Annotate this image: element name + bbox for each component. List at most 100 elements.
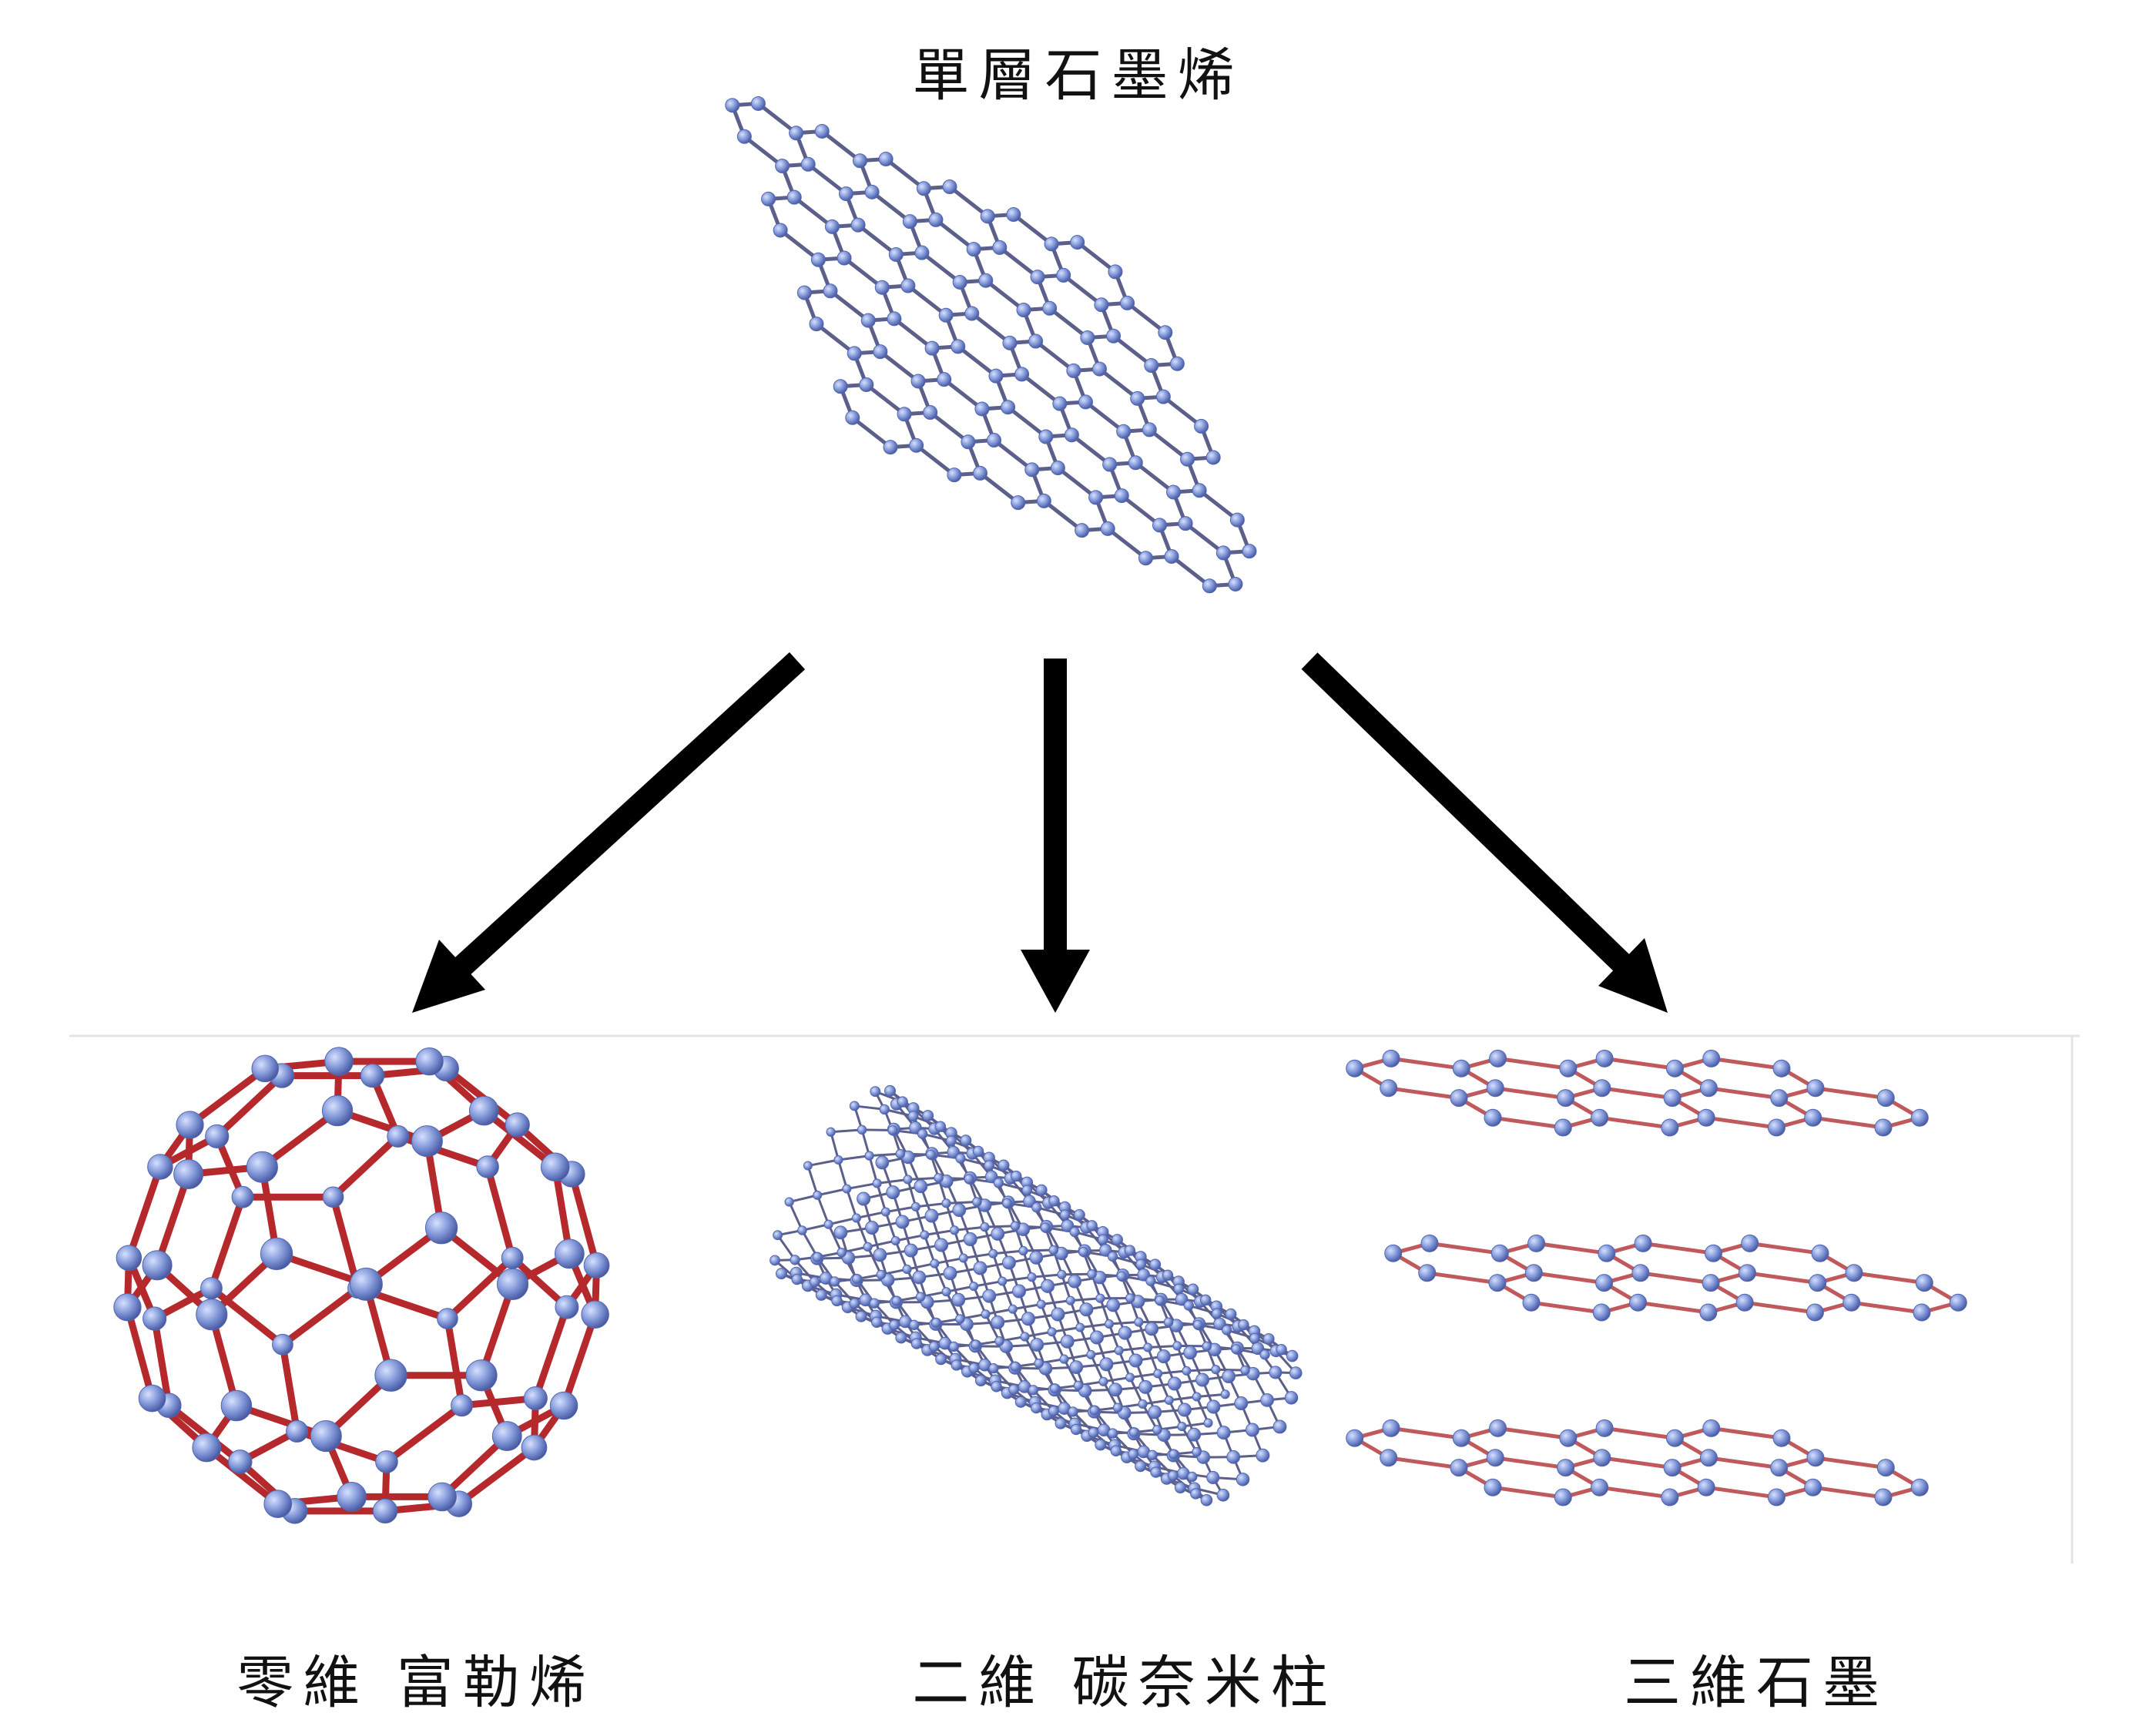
graphene-atom bbox=[736, 129, 752, 144]
nanotube-bond bbox=[1069, 1299, 1081, 1329]
nanotube-atom bbox=[784, 1197, 794, 1207]
graphite-bond bbox=[1636, 1300, 1711, 1315]
nanotube-atom bbox=[1152, 1425, 1162, 1435]
graphene-atom bbox=[1002, 335, 1018, 350]
graphite-atom bbox=[1663, 1089, 1682, 1108]
graphene-atom bbox=[833, 379, 848, 394]
nanotube-atom bbox=[1125, 1372, 1135, 1382]
graphite-atom bbox=[1767, 1118, 1785, 1137]
nanotube-bond bbox=[806, 1165, 819, 1197]
graphite-label: 三維石墨 bbox=[1624, 1650, 1889, 1716]
graphene-bond bbox=[828, 289, 870, 323]
graphene-atom bbox=[951, 339, 966, 354]
fullerene-atom bbox=[523, 1386, 548, 1411]
nanotube-atom bbox=[864, 1151, 874, 1161]
graphene-bond bbox=[842, 256, 884, 290]
graphene-atom bbox=[1100, 521, 1115, 536]
graphene-atom bbox=[810, 252, 826, 267]
fullerene-atom bbox=[554, 1238, 585, 1269]
nanotube-atom bbox=[1147, 1450, 1158, 1460]
graphite-atom bbox=[1699, 1079, 1718, 1098]
nanotube-atom bbox=[1116, 1271, 1127, 1282]
nanotube-atom bbox=[851, 1213, 861, 1223]
graphite-bond bbox=[1493, 1086, 1568, 1101]
fullerene-atom bbox=[505, 1112, 530, 1138]
graphene-bond bbox=[1112, 333, 1154, 368]
nanotube-atom bbox=[984, 1170, 998, 1184]
nanotube-bond bbox=[1051, 1330, 1066, 1361]
nanotube-atom bbox=[1107, 1251, 1118, 1262]
nanotube-atom bbox=[1128, 1353, 1143, 1368]
nanotube-bond bbox=[1031, 1275, 1043, 1306]
nanotube-atom bbox=[815, 1289, 827, 1301]
nanotube-atom bbox=[909, 1319, 920, 1330]
nanotube-atom bbox=[1087, 1269, 1097, 1279]
nanotube-atom bbox=[1023, 1195, 1036, 1208]
fullerene-atom bbox=[349, 1267, 383, 1301]
arrow-to-nanotube bbox=[1021, 659, 1090, 1013]
nanotube-bond bbox=[1146, 1344, 1179, 1349]
nanotube-bond bbox=[894, 1234, 926, 1242]
nanotube-atom bbox=[1155, 1295, 1165, 1305]
graphene-bond bbox=[814, 322, 857, 356]
nanotube-atom bbox=[1238, 1319, 1249, 1331]
graphite-bond bbox=[1745, 1271, 1820, 1285]
nanotube-atom bbox=[875, 1155, 890, 1170]
nanotube-bond bbox=[945, 1290, 961, 1321]
nanotube-bond bbox=[1063, 1358, 1080, 1387]
graphene-atom bbox=[928, 212, 944, 227]
graphite-atom bbox=[1418, 1264, 1437, 1282]
graphene-atom bbox=[1158, 325, 1173, 340]
nanotube-bond bbox=[906, 1268, 922, 1299]
fullerene-atom bbox=[113, 1293, 142, 1322]
fullerene-bond bbox=[444, 1315, 466, 1409]
fullerene-bond bbox=[560, 1311, 599, 1409]
graphene-atom bbox=[916, 181, 931, 196]
graphite-atom bbox=[1661, 1488, 1679, 1506]
graphene-bond bbox=[1075, 240, 1118, 274]
nanotube-atom bbox=[1057, 1269, 1067, 1279]
graphite-atom bbox=[1699, 1303, 1718, 1322]
nanotube-atom bbox=[991, 1315, 1005, 1329]
fullerene-bond bbox=[568, 1170, 601, 1269]
graphene-bond bbox=[1011, 213, 1054, 246]
nanotube-atom bbox=[891, 1295, 902, 1306]
nanotube-atom bbox=[812, 1252, 823, 1262]
nanotube-atom bbox=[1012, 1284, 1027, 1299]
nanotube-atom bbox=[1010, 1361, 1021, 1372]
nanotube-atom bbox=[775, 1268, 787, 1280]
graphite-atom bbox=[1554, 1488, 1572, 1506]
graphite-atom bbox=[1874, 1488, 1893, 1506]
graphite-atom bbox=[1735, 1293, 1754, 1312]
fullerene-atom bbox=[501, 1246, 524, 1269]
nanotube-atom bbox=[1041, 1279, 1055, 1293]
nanotube-atom bbox=[855, 1310, 867, 1322]
nanotube-bond bbox=[816, 1194, 830, 1226]
nanotube-bond bbox=[1078, 1322, 1111, 1329]
graphite-atom bbox=[1702, 1049, 1721, 1067]
graphite-layer bbox=[1346, 1419, 1929, 1506]
graphite-atom bbox=[1593, 1449, 1611, 1467]
nanotube-bond bbox=[837, 1155, 871, 1161]
graphite-bond bbox=[1598, 1485, 1672, 1500]
graphene-atom bbox=[900, 278, 916, 293]
graphene-atom bbox=[1001, 400, 1016, 415]
nanotube-atom bbox=[910, 1201, 920, 1212]
fullerene-bond bbox=[508, 1254, 571, 1311]
nanotube-atom bbox=[1055, 1417, 1067, 1429]
graphite-illustration bbox=[1346, 1049, 1967, 1506]
graphene-atom bbox=[914, 245, 930, 260]
graphene-atom bbox=[874, 280, 890, 295]
graphite-atom bbox=[1665, 1429, 1684, 1447]
nanotube-atom bbox=[1236, 1473, 1250, 1486]
nanotube-atom bbox=[971, 1339, 981, 1350]
nanotube-atom bbox=[880, 1207, 890, 1217]
graphene-atom bbox=[1088, 490, 1104, 505]
nanotube-atom bbox=[991, 1381, 1002, 1393]
fullerene-atom bbox=[581, 1300, 609, 1329]
nanotube-atom bbox=[1200, 1493, 1213, 1506]
nanotube-atom bbox=[941, 1287, 951, 1297]
nanotube-atom bbox=[1225, 1308, 1237, 1320]
nanotube-bond bbox=[972, 1280, 1004, 1288]
fullerene-bond bbox=[203, 1443, 282, 1508]
